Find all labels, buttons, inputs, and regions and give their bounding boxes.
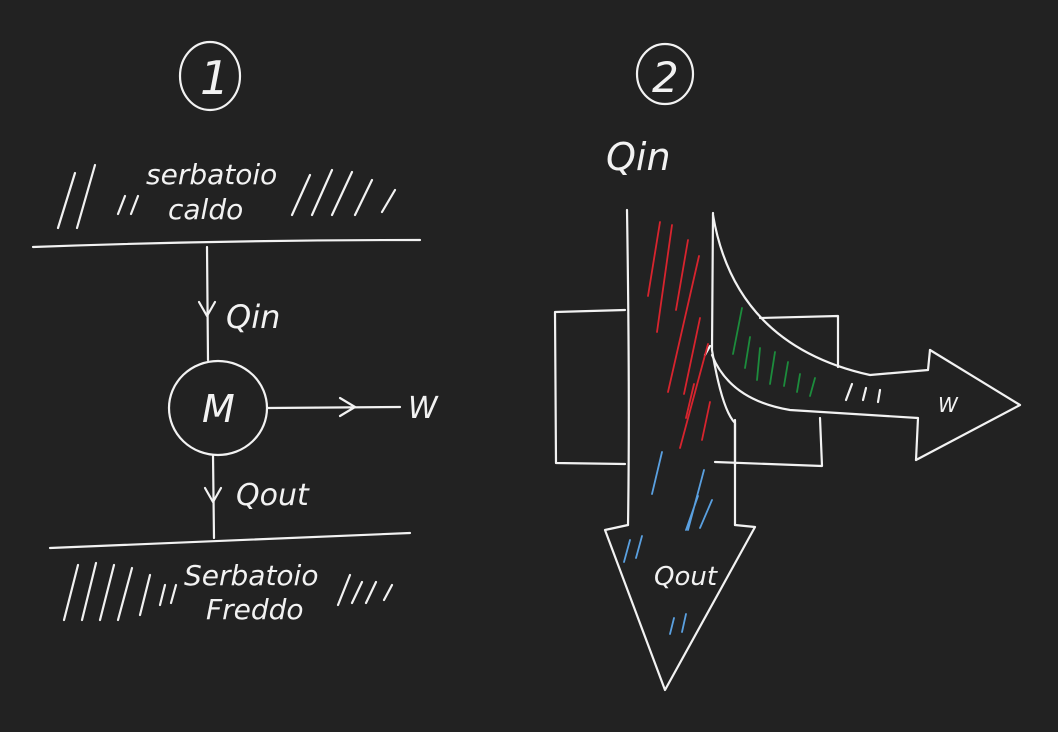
heat-out-hatching: [623, 451, 713, 635]
heat-flow-right-edge: [710, 211, 737, 527]
work-label: W: [408, 391, 439, 426]
q-out-line: [211, 453, 216, 540]
diagram-1-number-text: 1: [200, 51, 229, 105]
heat-in-hatching: [647, 221, 711, 449]
cold-reservoir-label-line2: Freddo: [206, 593, 304, 626]
cold-reservoir-boundary: [48, 531, 412, 550]
cold-reservoir-label-line1: Serbatoio: [184, 559, 318, 592]
diagram-2-q-in-label: Qin: [606, 135, 671, 179]
diagram-2-work-label: W: [938, 393, 959, 417]
diagram-1-number: 1: [178, 40, 242, 112]
hot-reservoir-hatching: [56, 163, 397, 230]
heat-flow-left-edge: [625, 208, 630, 527]
work-arrow-line: [266, 405, 402, 410]
q-out-label: Qout: [236, 478, 310, 513]
q-in-arrowhead: [197, 300, 217, 318]
q-in-line: [205, 245, 210, 362]
hot-reservoir-label-line2: caldo: [168, 193, 243, 226]
diagram-2-q-out-label: Qout: [654, 562, 718, 592]
cold-reservoir-hatching: [62, 561, 394, 622]
q-in-label: Qin: [226, 298, 280, 336]
work-hatching: [732, 307, 882, 404]
work-branch-upper-edge: [711, 213, 932, 377]
diagram-1: 1 serbatoio caldo Qin M W Qout Serbato: [31, 40, 439, 626]
engine-box: [553, 308, 840, 468]
diagram-2-number: 2: [635, 42, 695, 106]
hot-reservoir-label-line1: serbatoio: [146, 158, 277, 191]
q-out-arrowhead: [203, 486, 223, 504]
machine-label: M: [202, 387, 235, 431]
work-branch-lower-edge: [710, 353, 920, 462]
work-arrowhead: [914, 348, 1022, 462]
diagram-2: 2 Qin Qout W: [553, 42, 1022, 692]
diagram-2-number-text: 2: [652, 53, 679, 102]
work-arrow-head: [338, 396, 357, 418]
heat-out-arrowhead: [603, 523, 757, 692]
hot-reservoir-boundary: [31, 238, 422, 249]
